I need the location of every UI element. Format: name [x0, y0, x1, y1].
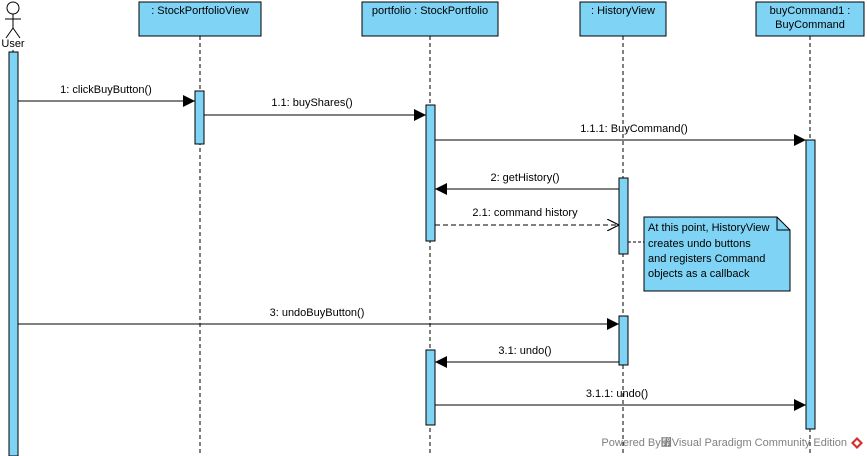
- message-label: 1: clickBuyButton(): [60, 84, 152, 96]
- message-buyshares[interactable]: 1.1: buyShares(): [204, 97, 426, 121]
- message-undobuybutton[interactable]: 3: undoBuyButton(): [18, 307, 619, 330]
- lifeline-label: portfolio : StockPortfolio: [372, 5, 488, 17]
- actor-label: User: [1, 38, 25, 50]
- activation-bar-buycommand: [805, 139, 816, 430]
- note-line: At this point, HistoryView: [648, 222, 770, 234]
- lifeline-head-stockportfolioview[interactable]: : StockPortfolioView: [138, 1, 262, 37]
- note-line: objects as a callback: [648, 268, 750, 280]
- message-label: 1.1: buyShares(): [271, 97, 352, 109]
- lifeline-label-line2: BuyCommand: [775, 19, 845, 31]
- lifeline-head-buycommand[interactable]: buyCommand1 : BuyCommand: [755, 1, 865, 37]
- note-line: and registers Command: [648, 253, 765, 265]
- footer: Powered By⃿Visual Paradigm Community Edi…: [601, 434, 867, 452]
- stick-figure-icon: [5, 1, 21, 39]
- actor-user[interactable]: User: [1, 1, 25, 50]
- activation-bar-historyview: [618, 315, 629, 366]
- footer-text: Powered By⃿Visual Paradigm Community Edi…: [601, 437, 847, 449]
- activation-bar-user: [8, 51, 19, 456]
- note-line: creates undo buttons: [648, 238, 751, 250]
- message-command-history-return[interactable]: 2.1: command history: [435, 207, 619, 225]
- lifeline-label: : HistoryView: [591, 5, 655, 17]
- message-clickbuybutton[interactable]: 1: clickBuyButton(): [18, 84, 195, 107]
- activation-bar-stockportfolioview: [194, 90, 205, 145]
- activation-bar-stockportfolio: [425, 349, 436, 426]
- message-label: 2: getHistory(): [490, 172, 559, 184]
- activation-bar-stockportfolio: [425, 104, 436, 242]
- note[interactable]: At this point, HistoryView creates undo …: [643, 216, 791, 292]
- lifeline-head-stockportfolio[interactable]: portfolio : StockPortfolio: [361, 1, 499, 37]
- message-undo-buycommand[interactable]: 3.1.1: undo(): [435, 388, 806, 411]
- message-label: 3: undoBuyButton(): [270, 307, 365, 319]
- message-label: 1.1.1: BuyCommand(): [580, 123, 688, 135]
- visual-paradigm-logo-icon: [851, 437, 863, 449]
- message-buycommand[interactable]: 1.1.1: BuyCommand(): [435, 123, 806, 146]
- message-label: 2.1: command history: [472, 207, 578, 219]
- message-label: 3.1.1: undo(): [586, 388, 648, 400]
- message-undo[interactable]: 3.1: undo(): [435, 345, 619, 368]
- activation-bar-historyview: [618, 177, 629, 255]
- message-gethistory[interactable]: 2: getHistory(): [435, 172, 619, 195]
- message-label: 3.1: undo(): [498, 345, 551, 357]
- lifeline-label: : StockPortfolioView: [151, 5, 249, 17]
- lifeline-label: buyCommand1 :: [770, 5, 851, 17]
- lifeline-head-historyview[interactable]: : HistoryView: [579, 1, 667, 37]
